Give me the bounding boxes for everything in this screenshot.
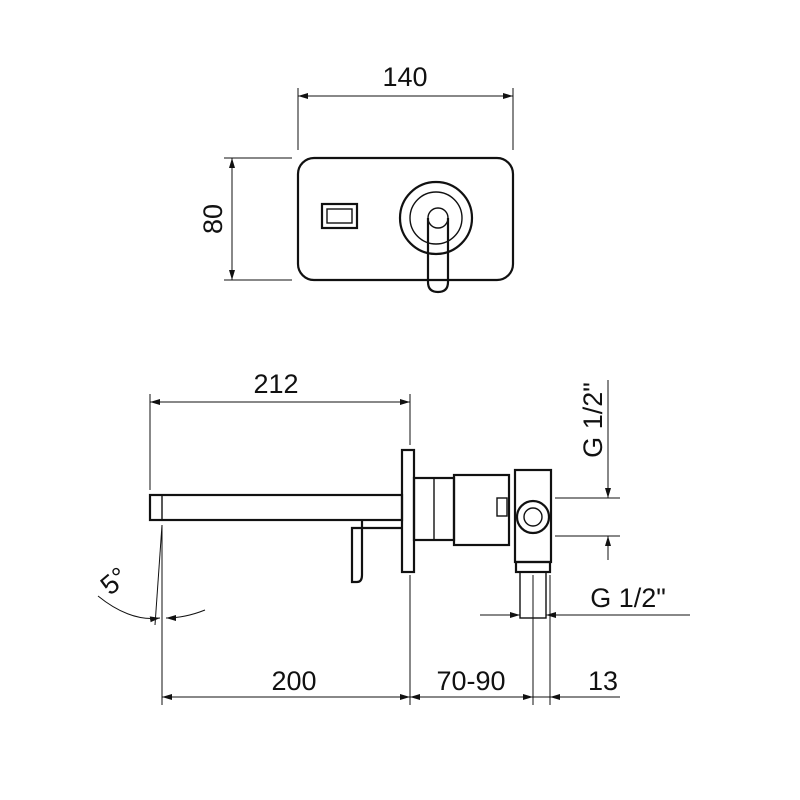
dim-body-offset: 13 bbox=[588, 666, 618, 696]
spout bbox=[148, 493, 404, 522]
dim-thread-upper: G 1/2" bbox=[578, 382, 608, 458]
wall-plate bbox=[400, 448, 416, 574]
side-view: 212 200 70-90 13 5° G 1/2" G 1/2" bbox=[95, 369, 690, 705]
dim-top-height: 80 bbox=[198, 204, 228, 234]
valve-box bbox=[513, 468, 553, 564]
dim-spout-reach: 200 bbox=[271, 666, 316, 696]
dim-angle: 5° bbox=[95, 561, 134, 601]
lever-handle bbox=[426, 218, 450, 294]
dim-spout-length: 212 bbox=[253, 369, 298, 399]
handle-rosette bbox=[398, 180, 474, 256]
dim-top-width: 140 bbox=[382, 62, 427, 92]
front-view: 140 80 bbox=[198, 62, 515, 294]
dim-wall-depth: 70-90 bbox=[436, 666, 505, 696]
dim-thread-lower: G 1/2" bbox=[590, 583, 666, 613]
cover-plate bbox=[296, 156, 515, 282]
lever-side bbox=[350, 520, 402, 584]
valve-inlet bbox=[515, 499, 551, 535]
outlet-square bbox=[320, 202, 359, 230]
lower-pipe bbox=[514, 560, 552, 574]
